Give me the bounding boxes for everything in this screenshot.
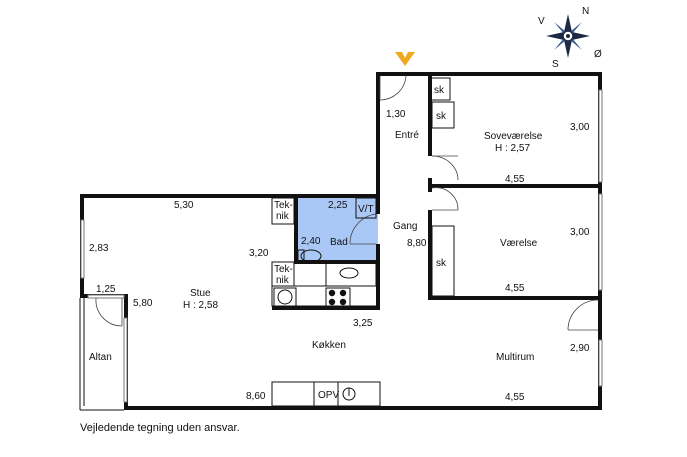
- dim-4-55-a: 4,55: [505, 174, 525, 185]
- bathroom-floor: [298, 196, 378, 264]
- room-altan: Altan: [89, 352, 112, 363]
- room-sovevaerelse-height: H : 2,57: [495, 143, 530, 154]
- compass-o: Ø: [594, 49, 602, 60]
- compass-n: N: [582, 6, 589, 17]
- room-gang: Gang: [393, 221, 417, 232]
- room-stue: Stue: [190, 288, 211, 299]
- dim-8-80: 8,80: [407, 238, 427, 249]
- closet-label-1: sk: [434, 85, 445, 96]
- room-multirum: Multirum: [496, 352, 534, 363]
- entrance-arrow-icon: [395, 52, 415, 66]
- room-bad: Bad: [330, 237, 348, 248]
- dim-3-00-b: 3,00: [570, 227, 590, 238]
- dim-2-90: 2,90: [570, 343, 590, 354]
- compass-rose: [546, 14, 590, 58]
- dim-2-83: 2,83: [89, 243, 109, 254]
- dim-1-25: 1,25: [96, 284, 116, 295]
- room-stue-height: H : 2,58: [183, 300, 218, 311]
- room-vaerelse: Værelse: [500, 238, 538, 249]
- room-kokken: Køkken: [312, 340, 346, 351]
- vt-label: V/T: [358, 204, 374, 215]
- teknik-label-1b: nik: [276, 211, 290, 222]
- room-entre: Entré: [395, 130, 419, 141]
- dim-2-25: 2,25: [328, 200, 348, 211]
- fixtures: [271, 77, 455, 407]
- doors: [95, 75, 599, 331]
- opv-label: OPV: [318, 390, 339, 401]
- dim-3-20: 3,20: [249, 248, 269, 259]
- altan-outline: [79, 298, 124, 411]
- disclaimer-text: Vejledende tegning uden ansvar.: [80, 422, 240, 434]
- compass-s: S: [552, 59, 559, 70]
- teknik-label-2a: Tek-: [274, 264, 293, 275]
- closet-label-2: sk: [436, 111, 447, 122]
- windows: [80, 89, 603, 403]
- dim-2-40: 2,40: [301, 236, 321, 247]
- dim-4-55-b: 4,55: [505, 283, 525, 294]
- dim-5-30: 5,30: [174, 200, 194, 211]
- dim-5-80: 5,80: [133, 298, 153, 309]
- closet-label-3: sk: [436, 258, 447, 269]
- dim-4-55-c: 4,55: [505, 392, 525, 403]
- teknik-label-2b: nik: [276, 275, 290, 286]
- compass-v: V: [538, 16, 545, 27]
- teknik-label-1a: Tek-: [274, 200, 293, 211]
- dim-3-00-a: 3,00: [570, 122, 590, 133]
- room-sovevaerelse: Soveværelse: [484, 131, 543, 142]
- dim-8-60: 8,60: [246, 391, 266, 402]
- dim-1-30: 1,30: [386, 109, 406, 120]
- dim-3-25: 3,25: [353, 318, 373, 329]
